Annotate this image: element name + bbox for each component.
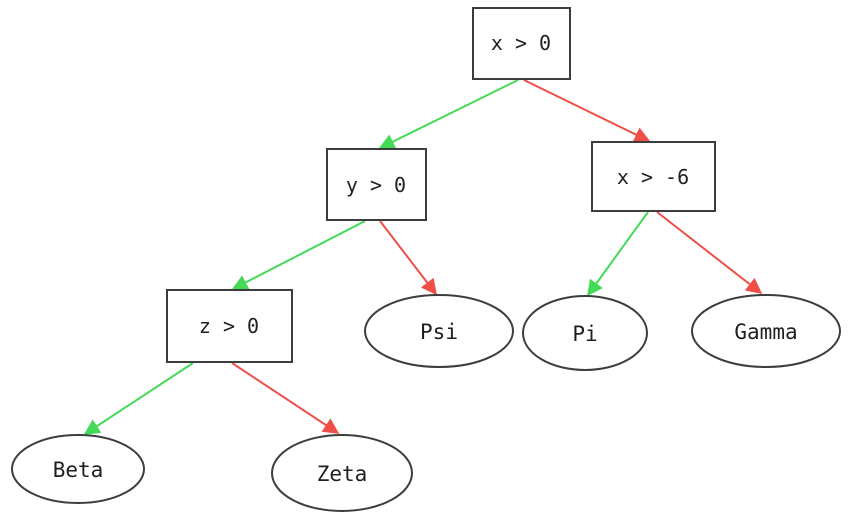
node-x-gt-neg6-box (591, 141, 716, 212)
node-z-gt-0: z > 0 (166, 289, 293, 363)
edge-y-gt-0-to-z-gt-0-true (231, 220, 366, 290)
node-gamma: Gamma (691, 294, 841, 368)
edge-z-gt-0-to-zeta-false (231, 362, 340, 434)
edge-x-gt-neg6-to-gamma-false (656, 211, 763, 294)
edges (83, 79, 763, 435)
edge-y-gt-0-to-psi-false (379, 220, 437, 296)
node-x-gt-neg6: x > -6 (591, 141, 716, 212)
node-gamma-label: Gamma (734, 320, 797, 344)
node-psi-ellipse (364, 294, 514, 368)
node-z-gt-0-box (166, 289, 293, 363)
node-beta-label: Beta (53, 458, 104, 482)
node-zeta-label: Zeta (317, 462, 368, 486)
node-pi-ellipse (522, 295, 648, 371)
edge-root-to-y-gt-0-true (378, 79, 519, 149)
node-y-gt-0-box (326, 148, 427, 221)
node-root-label: x > 0 (491, 31, 551, 55)
node-root: x > 0 (472, 7, 571, 80)
node-x-gt-neg6-label: x > -6 (617, 165, 689, 189)
node-pi-label: Pi (572, 322, 597, 346)
node-beta-ellipse (11, 434, 145, 504)
node-z-gt-0-label: z > 0 (199, 314, 259, 338)
node-root-box (472, 7, 571, 80)
edge-root-to-x-gt-neg6-false (523, 79, 651, 142)
node-beta: Beta (11, 434, 145, 504)
node-psi-label: Psi (420, 320, 458, 344)
node-psi: Psi (364, 294, 514, 368)
node-pi: Pi (522, 295, 648, 371)
edge-z-gt-0-to-beta-true (83, 362, 194, 435)
node-y-gt-0-label: y > 0 (346, 173, 406, 197)
edge-x-gt-neg6-to-pi-true (587, 211, 649, 297)
node-zeta: Zeta (271, 434, 413, 512)
node-y-gt-0: y > 0 (326, 148, 427, 221)
node-gamma-ellipse (691, 294, 841, 368)
node-zeta-ellipse (271, 434, 413, 512)
